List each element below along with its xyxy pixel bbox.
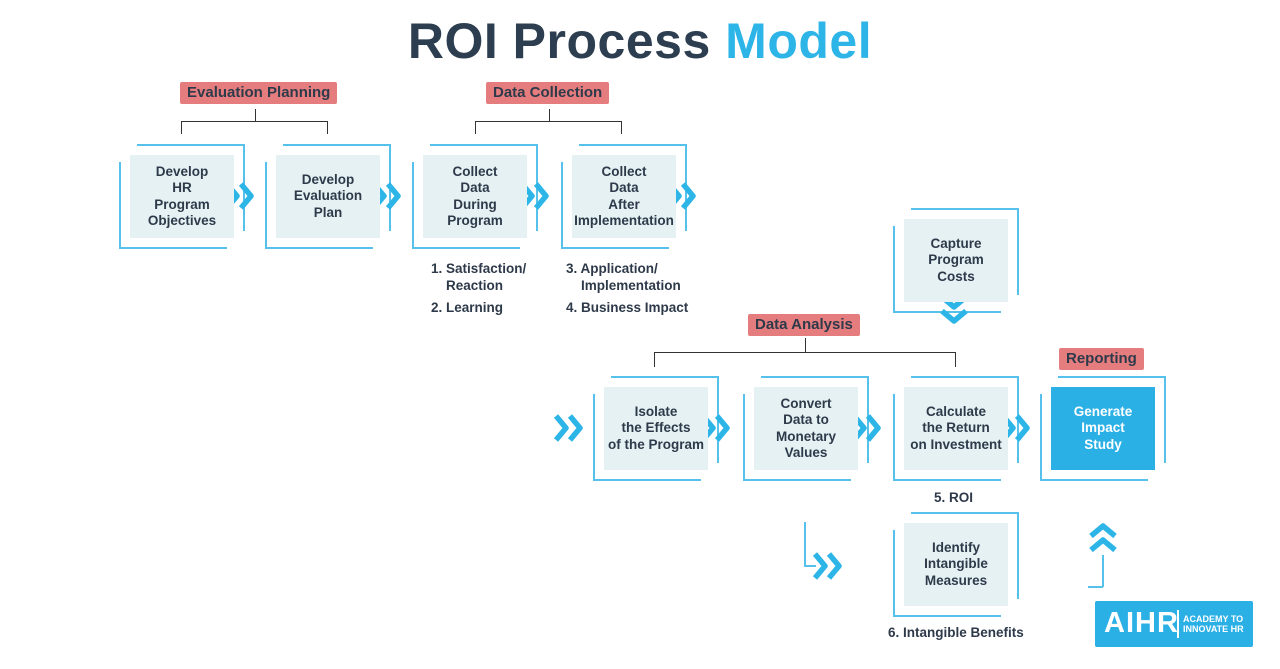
logo-mark: AIHR: [1104, 607, 1179, 639]
box-calculate-roi: Calculate the Return on Investment: [893, 376, 1019, 481]
stage-data-analysis: Data Analysis: [748, 314, 860, 336]
bracket-data-analysis: [654, 338, 956, 367]
connector-line-horizontal-left: [804, 565, 816, 567]
box-develop-evaluation-plan: Develop Evaluation Plan: [265, 144, 391, 249]
title-part-1: ROI Process: [407, 13, 711, 69]
box-generate-impact-study-label: Generate Impact Study: [1051, 387, 1155, 470]
box-collect-after-label: Collect Data After Implementation: [572, 155, 676, 238]
note-satisfaction: 1. Satisfaction/ Reaction: [431, 261, 527, 293]
box-collect-during: Collect Data During Program: [412, 144, 538, 249]
logo-separator: [1177, 610, 1179, 638]
note-intangible-benefits: 6. Intangible Benefits: [888, 625, 1024, 640]
box-capture-costs: Capture Program Costs: [893, 208, 1019, 313]
box-collect-after: Collect Data After Implementation: [561, 144, 687, 249]
box-isolate-effects: Isolate the Effects of the Program: [593, 376, 719, 481]
double-chevron-up-icon: [1088, 519, 1118, 553]
box-convert-data: Convert Data to Monetary Values: [743, 376, 869, 481]
box-capture-costs-label: Capture Program Costs: [904, 219, 1008, 302]
box-convert-data-label: Convert Data to Monetary Values: [754, 387, 858, 470]
bracket-evaluation-planning: [181, 109, 328, 134]
note-business-impact: 4. Business Impact: [566, 300, 689, 315]
logo-tagline: ACADEMY TO INNOVATE HR: [1183, 614, 1244, 634]
aihr-logo: AIHR ACADEMY TO INNOVATE HR: [1095, 601, 1253, 647]
box-develop-objectives-label: Develop HR Program Objectives: [130, 155, 234, 238]
connector-line-vertical-right: [1102, 555, 1104, 587]
connector-line-horizontal-right: [1088, 586, 1103, 588]
box-collect-during-label: Collect Data During Program: [423, 155, 527, 238]
connector-line-vertical-left: [804, 522, 806, 566]
stage-data-collection: Data Collection: [486, 82, 610, 104]
box-intangible-measures-label: Identify Intangible Measures: [904, 523, 1008, 606]
bracket-data-collection: [475, 109, 622, 134]
box-generate-impact-study: Generate Impact Study: [1040, 376, 1166, 481]
note-roi: 5. ROI: [934, 490, 974, 505]
stage-reporting: Reporting: [1059, 348, 1144, 370]
title-part-2: Model: [725, 13, 873, 69]
box-develop-evaluation-plan-label: Develop Evaluation Plan: [276, 155, 380, 238]
stage-evaluation-planning: Evaluation Planning: [180, 82, 338, 104]
note-application: 3. Application/ Implementation: [566, 261, 681, 293]
box-calculate-roi-label: Calculate the Return on Investment: [904, 387, 1008, 470]
box-isolate-effects-label: Isolate the Effects of the Program: [604, 387, 708, 470]
page-title: ROI Process Model: [0, 12, 1280, 70]
double-chevron-right-icon: [553, 413, 587, 443]
box-intangible-measures: Identify Intangible Measures: [893, 512, 1019, 617]
box-develop-objectives: Develop HR Program Objectives: [119, 144, 245, 249]
note-learning: 2. Learning: [431, 300, 504, 315]
double-chevron-right-icon: [812, 551, 846, 581]
